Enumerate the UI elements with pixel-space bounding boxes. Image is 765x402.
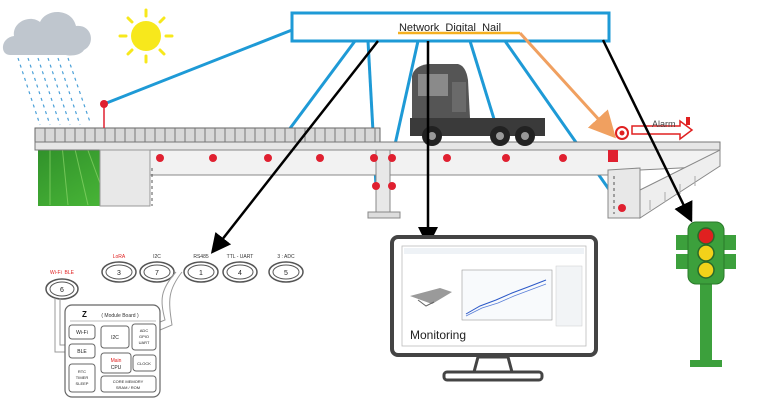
interface-number: 1 bbox=[199, 270, 203, 277]
block-gpio: GPIO bbox=[139, 334, 149, 339]
sensor-node bbox=[388, 182, 396, 190]
sensor-node bbox=[156, 154, 164, 162]
sensor-node bbox=[502, 154, 510, 162]
interface-number: 6 bbox=[60, 287, 64, 294]
block-timer: TIMER bbox=[76, 375, 89, 380]
yellow-light bbox=[697, 244, 715, 262]
interface-label: I2C bbox=[153, 254, 161, 260]
block-core-memory: CORE MEMORY bbox=[113, 379, 144, 384]
alarm-link-arrow bbox=[518, 31, 617, 139]
interface-label: RS485 bbox=[193, 254, 209, 260]
module-board-title: ( Module Board ) bbox=[101, 313, 139, 319]
module-board-z: Z bbox=[82, 310, 87, 319]
block-adc: ADC bbox=[140, 328, 149, 333]
rain-cloud-icon bbox=[2, 11, 91, 126]
interface-item: 3 : ADC 5 bbox=[268, 254, 304, 283]
sensor-nodes bbox=[100, 100, 626, 212]
interface-label: TTL - UART bbox=[227, 254, 254, 260]
block-uart: UART bbox=[139, 340, 150, 345]
block-clock: CLOCK bbox=[137, 361, 151, 366]
sensor-node bbox=[608, 150, 618, 162]
sensor-node bbox=[316, 154, 324, 162]
bridge-deck bbox=[34, 141, 721, 151]
sensor-node bbox=[388, 154, 396, 162]
interface-item: LoRA 3 bbox=[101, 254, 137, 283]
truck-icon bbox=[410, 64, 545, 146]
network-digital-nail-title: Network Digital Nail bbox=[399, 22, 501, 34]
bridge bbox=[34, 127, 721, 219]
network-digital-nail-box: Network Digital Nail bbox=[290, 11, 611, 43]
interface-number: 5 bbox=[284, 270, 288, 277]
sensor-node bbox=[372, 182, 380, 190]
block-main: Main bbox=[111, 358, 122, 364]
interface-item: RS485 1 bbox=[183, 254, 219, 283]
block-sleep: SLEEP bbox=[76, 381, 89, 386]
interface-label: LoRA bbox=[113, 254, 126, 260]
module-board: Z ( Module Board ) Wi-Fi BLE RTC TIMER S… bbox=[64, 304, 161, 398]
interface-number: 3 bbox=[117, 270, 121, 277]
monitoring-label: Monitoring bbox=[410, 328, 466, 342]
interface-number: 7 bbox=[155, 270, 159, 277]
block-sram-rom: SRAM / ROM bbox=[116, 385, 140, 390]
sensor-node bbox=[370, 154, 378, 162]
sensor-node bbox=[209, 154, 217, 162]
block-cpu: CPU bbox=[111, 365, 122, 371]
interface-number: 4 bbox=[238, 270, 242, 277]
red-light bbox=[697, 227, 715, 245]
bearing-3d-icon bbox=[410, 288, 452, 304]
sensor-node bbox=[443, 154, 451, 162]
interface-label: 3 : ADC bbox=[277, 254, 295, 260]
block-rtc: RTC bbox=[78, 369, 86, 374]
bridge-railing bbox=[34, 127, 381, 143]
interface-label: Wi-Fi BLE bbox=[50, 270, 75, 276]
alarm-icon: Alarm bbox=[615, 117, 694, 141]
block-wifi: Wi-Fi bbox=[76, 330, 88, 336]
block-i2c: I2C bbox=[111, 335, 119, 341]
interface-item: Wi-Fi BLE 6 bbox=[45, 270, 79, 300]
lower-light bbox=[697, 261, 715, 279]
interface-item: I2C 7 bbox=[139, 254, 175, 283]
traffic-light-icon bbox=[676, 221, 736, 367]
interface-row: LoRA 3 I2C 7 RS485 1 TTL - UART 4 3 : AD… bbox=[45, 254, 304, 300]
alarm-label: Alarm bbox=[652, 119, 676, 129]
interface-item: TTL - UART 4 bbox=[222, 254, 258, 283]
sun-icon bbox=[118, 8, 174, 64]
monitor: Monitoring bbox=[390, 235, 598, 382]
black-arrows bbox=[210, 39, 693, 254]
sensor-node bbox=[559, 154, 567, 162]
block-ble: BLE bbox=[77, 349, 87, 355]
sensor-node bbox=[618, 204, 626, 212]
sensor-node bbox=[264, 154, 272, 162]
